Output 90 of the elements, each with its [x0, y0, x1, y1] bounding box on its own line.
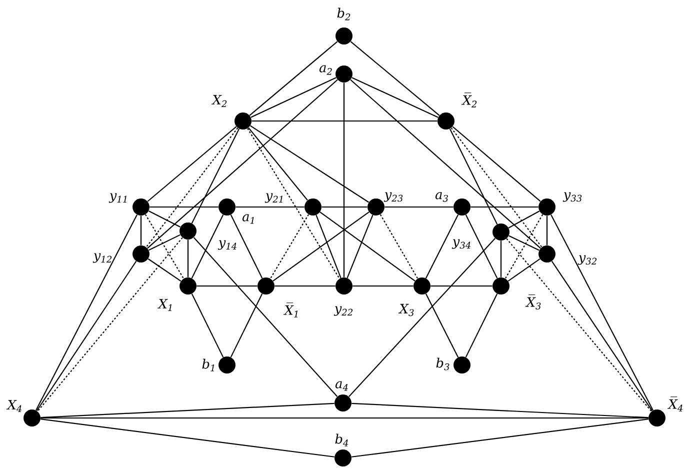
graph-edge	[236, 206, 304, 208]
vertex-label: b$_{2}$	[337, 8, 350, 20]
graph-edge	[274, 285, 336, 287]
vertex-label: a$_{2}$	[319, 65, 332, 75]
graph-edge	[346, 214, 374, 278]
graph-edge	[430, 285, 492, 287]
vertex-label: y$_{12}$	[92, 253, 112, 263]
vertex-label: a$_{3}$	[435, 192, 448, 202]
graph-edge	[37, 237, 183, 412]
graph-edge	[147, 79, 338, 249]
graph-edge	[384, 206, 454, 208]
graph-edge	[465, 214, 498, 278]
graph-edge	[252, 120, 438, 122]
graph-edge	[191, 128, 240, 224]
graph-edge	[249, 41, 338, 116]
graph-edge	[500, 240, 502, 278]
graph-edge	[40, 418, 334, 458]
vertex-label: b$_{3}$	[436, 358, 450, 370]
vertex-label: X̅$_{1}$	[283, 302, 298, 318]
vertex-label: y$_{14}$	[218, 240, 236, 250]
graph-edge	[348, 238, 496, 397]
vertex-label: y$_{32}$	[578, 255, 597, 265]
vertex-label: X$_{3}$	[398, 304, 414, 316]
vertex-label: X$_{4}$	[6, 400, 22, 412]
graph-edge	[196, 285, 258, 287]
graph-edge	[144, 214, 184, 279]
graph-edge	[352, 285, 414, 287]
graph-edge	[150, 206, 218, 208]
graph-edge	[230, 294, 263, 358]
graph-edge	[148, 234, 180, 251]
graph-edge	[504, 214, 544, 279]
graph-edge	[506, 238, 652, 412]
graph-edge	[425, 294, 459, 358]
graph-edge	[470, 206, 538, 208]
graph-edge	[250, 125, 369, 203]
graph-edge	[452, 126, 541, 202]
graph-edge	[465, 294, 498, 358]
graph-edge	[36, 260, 137, 412]
graph-edge	[272, 212, 370, 282]
graph-edge	[352, 402, 648, 418]
graph-edge	[352, 418, 648, 458]
graph-edge	[148, 258, 182, 282]
vertex-label: X̅$_{4}$	[667, 396, 683, 412]
graph-edge	[546, 216, 548, 246]
graph-edge	[380, 214, 418, 279]
graph-edge	[450, 128, 542, 248]
vertex-label: X$_{2}$	[211, 94, 227, 108]
vertex-label: a$_{1}$	[242, 214, 254, 224]
vertex-label: y$_{34}$	[452, 239, 470, 249]
vertex-label: b$_{4}$	[335, 434, 348, 446]
graph-edge	[508, 258, 540, 282]
graph-edge	[316, 214, 342, 278]
graph-edge	[140, 216, 142, 246]
graph-edge	[270, 214, 310, 279]
graph-edge	[449, 128, 498, 224]
graph-edge	[343, 82, 345, 278]
vertex-label: X$_{1}$	[157, 298, 172, 312]
graph-edge	[508, 235, 540, 251]
graph-edge	[550, 214, 654, 411]
graph-edge	[247, 128, 340, 279]
graph-edge	[551, 260, 653, 412]
graph-edge	[40, 402, 334, 418]
vertex-label: a$_{4}$	[335, 381, 348, 391]
graph-edge	[508, 210, 540, 228]
graph-edge	[191, 214, 224, 278]
graph-edge	[193, 237, 338, 397]
graph-edge	[322, 206, 368, 208]
graph-edge	[352, 77, 438, 118]
graph-edge	[148, 210, 181, 228]
graph-edge	[40, 417, 648, 419]
vertex-label: y$_{33}$	[562, 192, 582, 202]
graph-edge	[250, 77, 336, 118]
graph-edge	[191, 294, 224, 358]
graph-edge	[187, 240, 189, 278]
graph-edge	[350, 41, 440, 116]
vertex-label: b$_{1}$	[202, 358, 214, 372]
graph-edge	[248, 127, 308, 201]
vertex-label: X̅$_{2}$	[461, 92, 477, 108]
graph-edge	[425, 214, 459, 278]
graph-edge	[36, 214, 138, 411]
vertex-label: y$_{23}$	[384, 192, 403, 202]
vertex-label: X̅$_{3}$	[525, 294, 541, 310]
vertex-label: y$_{22}$	[334, 306, 353, 316]
graph-edge	[320, 212, 416, 282]
graph-edge	[350, 79, 541, 249]
vertex-label: y$_{11}$	[108, 193, 126, 203]
graph-edge	[146, 128, 238, 248]
graph-edge	[147, 126, 237, 202]
vertex-label: y$_{21}$	[264, 193, 282, 203]
graph-edge	[230, 214, 263, 278]
